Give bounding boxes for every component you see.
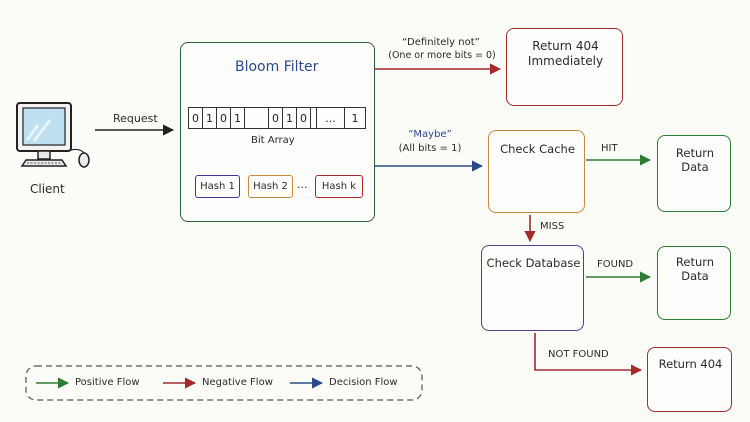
client-label: Client [30, 182, 65, 196]
hash-ellipsis: ... [297, 178, 308, 191]
bloom-filter-title: Bloom Filter [235, 59, 319, 75]
bit-cell: ... [316, 107, 344, 129]
hash-function-box: Hash 2 [248, 175, 293, 198]
miss-label: MISS [540, 221, 565, 232]
bit-array-label: Bit Array [251, 135, 295, 146]
check-database-box: Check Database [481, 245, 584, 331]
definitely-not-label: “Definitely not” [402, 37, 480, 48]
legend-positive-label: Positive Flow [75, 377, 140, 388]
check-database-label: Check Database [486, 256, 581, 270]
return-data-sublabel: Data [681, 160, 709, 174]
bit-cell: 0 [296, 107, 310, 129]
bit-cell: 0 [268, 107, 282, 129]
check-cache-box: Check Cache [488, 130, 585, 213]
return-data-sublabel: Data [681, 269, 709, 283]
return-404-label: Return 404 [532, 39, 599, 53]
return-data-box: Return Data [657, 246, 731, 320]
return-404-label: Return 404 [658, 357, 723, 371]
return-404-immediate-box: Return 404 Immediately [506, 28, 623, 106]
not-found-arrow [534, 333, 643, 376]
computer-icon [16, 102, 90, 168]
bit-array: 0 1 0 1 0 1 0 ... 1 [188, 107, 370, 129]
return-404-box: Return 404 [647, 347, 732, 412]
bit-gap [310, 107, 316, 129]
return-404-sublabel: Immediately [527, 54, 604, 68]
maybe-sublabel: (All bits = 1) [398, 143, 462, 154]
bit-cell: 1 [282, 107, 296, 129]
return-data-label: Return [675, 146, 715, 160]
bit-cell: 1 [202, 107, 216, 129]
hit-label: HIT [601, 143, 618, 154]
bloom-filter-box: Bloom Filter 0 1 0 1 0 1 0 ... 1 Bit Arr… [180, 42, 375, 222]
definitely-not-sublabel: (One or more bits = 0) [388, 50, 496, 61]
return-data-box: Return Data [657, 135, 731, 212]
bit-cell: 0 [188, 107, 202, 129]
found-label: FOUND [597, 259, 634, 270]
maybe-label: “Maybe” [408, 129, 452, 140]
not-found-label: NOT FOUND [548, 349, 609, 360]
request-label: Request [113, 112, 158, 125]
bit-gap [244, 107, 268, 129]
hash-function-box: Hash k [315, 175, 363, 198]
return-data-label: Return [675, 255, 715, 269]
check-cache-label: Check Cache [500, 142, 575, 156]
bit-cell: 1 [344, 107, 366, 129]
bit-cell: 0 [216, 107, 230, 129]
legend-decision-label: Decision Flow [329, 377, 398, 388]
legend-negative-label: Negative Flow [202, 377, 273, 388]
bit-cell: 1 [230, 107, 244, 129]
hash-function-box: Hash 1 [195, 175, 240, 198]
